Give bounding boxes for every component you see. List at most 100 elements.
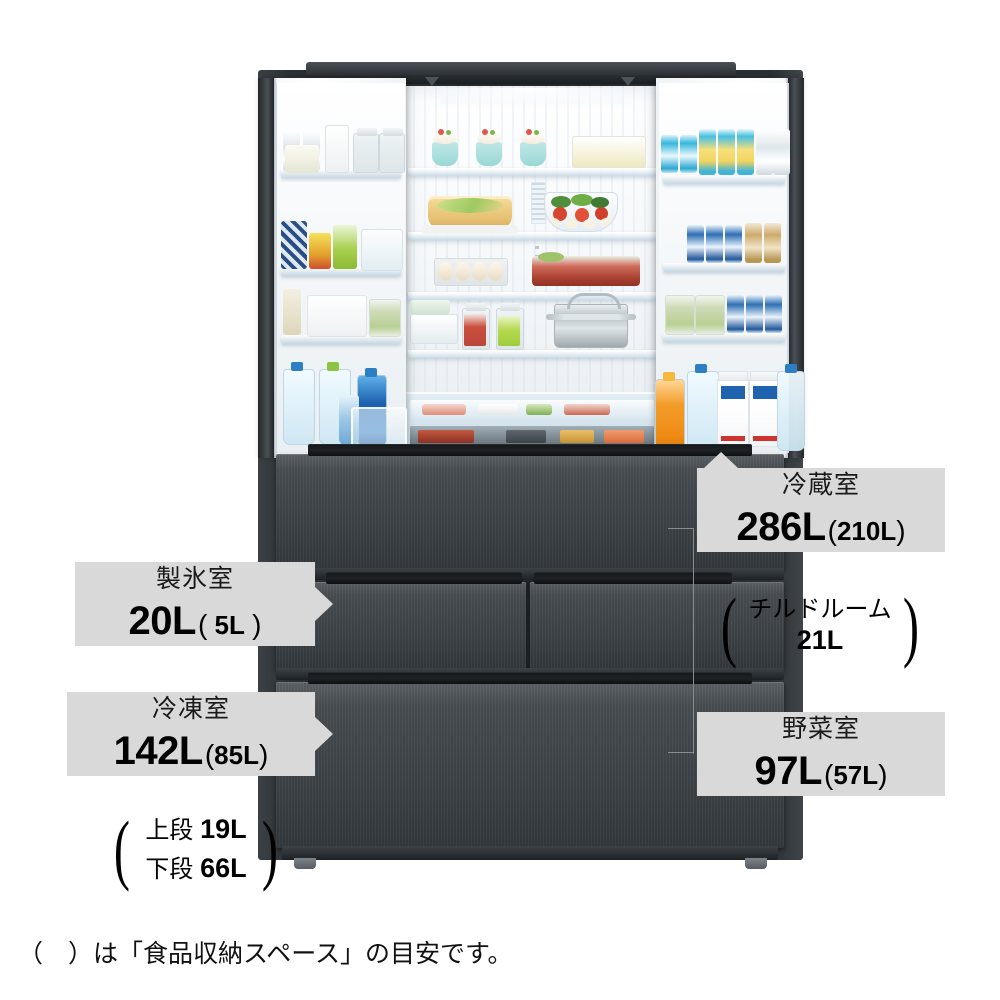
freezer-tier-upper: 上段 19L: [145, 810, 246, 849]
leader-line-top: [668, 528, 694, 530]
food-garnish: [526, 404, 552, 415]
base-plinth: [282, 846, 778, 860]
leader-line-bottom: [668, 752, 694, 754]
chilled-room-drawer: [404, 392, 660, 448]
cabinet-foot: [294, 858, 316, 869]
food-lemon-can: [699, 129, 716, 175]
food-egg-tray: [434, 258, 508, 286]
food-package: [309, 233, 331, 269]
food-bottle: [325, 125, 349, 173]
callout-vegetable-subopen: (: [823, 759, 834, 790]
fridge-callout-pointer-icon: [704, 452, 738, 468]
freezer-tier-upper-value: 19L: [200, 813, 247, 844]
callout-freezer: 冷凍室 142L (85L): [67, 692, 315, 776]
food-juice-bottle: [655, 372, 685, 451]
food-jar: [379, 128, 405, 173]
food-beer-can: [680, 135, 697, 173]
freezer-callout-pointer-icon: [315, 717, 333, 751]
glass-shelf: [408, 292, 656, 300]
food-can: [773, 129, 790, 175]
right-door-inner-panel: [655, 83, 805, 453]
callout-vegetable-subclose: ): [878, 759, 888, 790]
food-lemon-can: [737, 129, 754, 175]
cookware-stock-pot: [546, 293, 636, 348]
footnote-text: （ ）は「食品収納スペース」の目安です。: [18, 940, 513, 968]
food-water-bottle: [283, 362, 315, 445]
callout-ice-value: 20L: [128, 599, 197, 643]
food-milk-carton: [749, 371, 781, 447]
food-beer-can: [661, 135, 678, 173]
right-door-edge: [788, 78, 804, 458]
food-pack: [506, 430, 546, 443]
freezer-tier-lower-value: 66L: [200, 853, 247, 883]
food-pack: [560, 430, 594, 443]
food-jar: [353, 128, 379, 173]
refrigerator-photo: [258, 62, 805, 869]
food-can: [756, 129, 773, 175]
glass-shelf: [408, 168, 656, 176]
door-pocket: [663, 333, 785, 342]
food-milk-carton: [717, 371, 749, 447]
callout-vegetable-subvalue: 57L: [833, 760, 879, 790]
food-pickles-jar: [369, 299, 401, 337]
food-dessert-cup: [520, 129, 546, 166]
door-pocket: [281, 267, 401, 276]
callout-freezer-subopen: (: [204, 739, 215, 770]
upper-freezer-handle: [308, 444, 752, 456]
food-butter-case: [307, 295, 367, 337]
callout-chilled-caption: チルドルーム: [748, 596, 892, 624]
food-bottle: [283, 289, 301, 335]
small-freezer-handle: [534, 572, 732, 584]
cabinet-foot: [745, 858, 767, 869]
callout-freezer-caption: 冷凍室: [151, 695, 230, 723]
callout-freezer-subvalue: 85L: [214, 740, 259, 770]
vegetable-drawer-handle: [308, 672, 752, 684]
freezer-tier-lower: 下段 66L: [145, 849, 246, 888]
door-pocket: [663, 175, 785, 184]
food-jar-contents: [498, 316, 520, 346]
callout-ice-caption: 製氷室: [155, 565, 234, 593]
callout-ice-maker: 製氷室 20L ( 5L ): [75, 562, 315, 646]
ice-callout-pointer-icon: [315, 587, 333, 621]
small-freezer-drawer: [530, 582, 784, 670]
food-jar-contents: [464, 314, 486, 346]
food-beer-can: [727, 295, 744, 333]
lower-chilled-tray: [410, 426, 654, 448]
door-pocket: [663, 263, 785, 272]
food-bottle: [764, 223, 781, 263]
food-lemon-can: [718, 129, 735, 175]
ice-drawer-handle: [326, 572, 522, 584]
food-cheese-pack: [410, 300, 450, 314]
left-door-inner-panel: [275, 83, 407, 453]
food-sashimi: [478, 404, 518, 415]
callout-ice-subopen: (: [197, 609, 208, 640]
callout-refrigerator-caption: 冷蔵室: [781, 471, 860, 499]
callout-chilled-value: 21L: [796, 625, 844, 656]
callout-ice-subclose: ): [252, 609, 262, 640]
food-package: [281, 221, 307, 269]
ceiling-light: [439, 88, 625, 104]
food-dessert-cup: [432, 129, 458, 166]
food-fruit-tart: [422, 196, 518, 234]
food-salad-bowl: [544, 192, 618, 232]
food-container: [572, 136, 646, 168]
food-pack: [604, 430, 644, 443]
callout-vegetable-value: 97L: [754, 749, 823, 793]
callout-refrigerator: 冷蔵室 286L (210L): [697, 468, 945, 552]
right-door-open: [655, 78, 805, 458]
food-bottle: [706, 225, 723, 263]
freezer-tier-lower-label: 下段: [145, 856, 194, 883]
food-roast-beef: [532, 252, 640, 286]
callout-refrigerator-subclose: ): [896, 515, 906, 546]
food-bottle: [333, 225, 357, 269]
callout-ice-subvalue: 5L: [214, 610, 245, 640]
callout-freezer-tiers: ( 上段 19L 下段 66L ): [114, 805, 278, 892]
refrigerator-interior: [404, 86, 660, 448]
callout-refrigerator-value: 286L: [736, 505, 826, 549]
glass-shelf: [408, 232, 656, 240]
food-container: [285, 145, 319, 173]
food-sashimi: [422, 404, 466, 415]
callout-vegetable-caption: 野菜室: [781, 715, 860, 743]
callout-refrigerator-subvalue: 210L: [836, 516, 897, 546]
